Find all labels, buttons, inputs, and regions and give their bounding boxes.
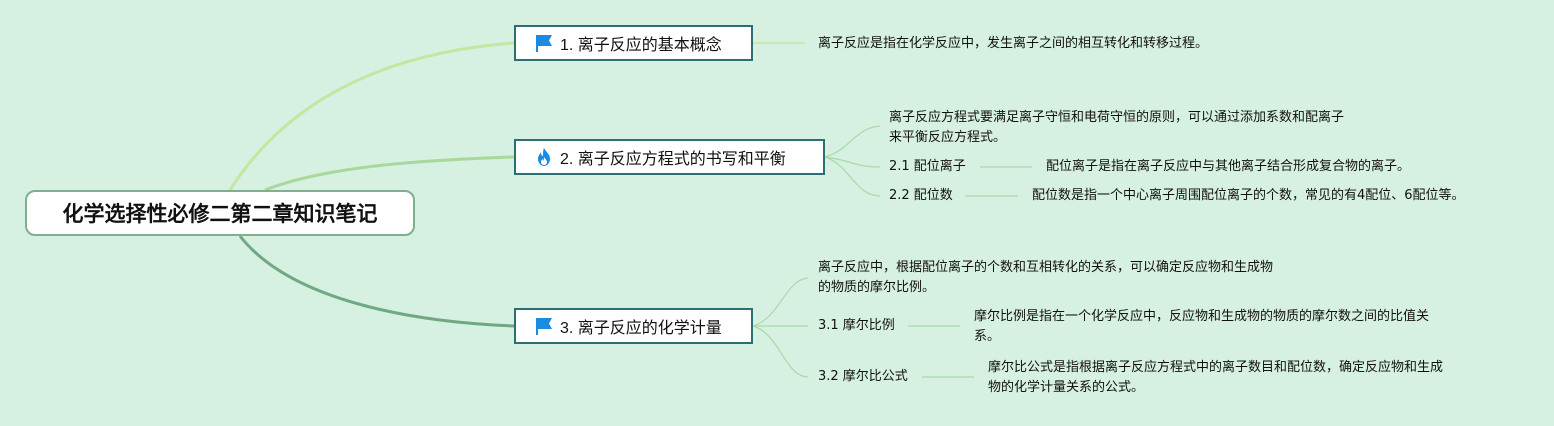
- sub-3-1-label[interactable]: 3.1 摩尔比例: [818, 318, 895, 333]
- connector-root-branch3: [238, 235, 515, 328]
- branch-3-label: 3. 离子反应的化学计量: [560, 320, 722, 337]
- root-title: 化学选择性必修二第二章知识笔记: [62, 202, 378, 226]
- sub-2-1-note: 配位离子是指在离子反应中与其他离子结合形成复合物的离子。: [1046, 159, 1411, 174]
- sub-3-2-note-line-1: 摩尔比公式是指根据离子反应方程式中的离子数目和配位数，确定反应物和生成: [988, 360, 1444, 375]
- connector-branch2-sub2: [824, 156, 881, 197]
- branch-3-note-line-2: 的物质的摩尔比例。: [818, 280, 936, 295]
- branch-3-note: 离子反应中，根据配位离子的个数和互相转化的关系，可以确定反应物和生成物 的物质的…: [818, 258, 1273, 298]
- sub-2-2-note: 配位数是指一个中心离子周围配位离子的个数，常见的有4配位、6配位等。: [1032, 188, 1465, 203]
- branch-1-topic[interactable]: 1. 离子反应的基本概念: [514, 25, 753, 61]
- sub-3-1-note-line-1: 摩尔比例是指在一个化学反应中，反应物和生成物的物质的摩尔数之间的比值关: [974, 309, 1430, 324]
- branch-3-topic[interactable]: 3. 离子反应的化学计量: [514, 308, 753, 344]
- sub-3-2-label[interactable]: 3.2 摩尔比公式: [818, 369, 908, 384]
- branch-1-label: 1. 离子反应的基本概念: [560, 37, 722, 54]
- branch-2-topic[interactable]: 2. 离子反应方程式的书写和平衡: [514, 139, 825, 175]
- root-topic[interactable]: 化学选择性必修二第二章知识笔记: [25, 190, 415, 236]
- branch-2-note: 离子反应方程式要满足离子守恒和电荷守恒的原则，可以通过添加系数和配离子 来平衡反…: [889, 108, 1344, 148]
- sub-2-1-label[interactable]: 2.1 配位离子: [889, 159, 966, 174]
- connector-branch3-sub2: [752, 325, 809, 378]
- sub-3-1-note-line-2: 系。: [974, 329, 1001, 344]
- sub-3-1-note: 摩尔比例是指在一个化学反应中，反应物和生成物的物质的摩尔数之间的比值关 系。: [974, 307, 1429, 347]
- branch-3-note-line-1: 离子反应中，根据配位离子的个数和互相转化的关系，可以确定反应物和生成物: [818, 260, 1274, 275]
- connector-branch2-sub1: [824, 156, 881, 168]
- branch-2-note-line-2: 来平衡反应方程式。: [889, 130, 1007, 145]
- branch-2-note-line-1: 离子反应方程式要满足离子守恒和电荷守恒的原则，可以通过添加系数和配离子: [889, 110, 1345, 125]
- connector-root-branch2: [264, 155, 515, 192]
- branch-1-note: 离子反应是指在化学反应中，发生离子之间的相互转化和转移过程。: [818, 36, 1209, 51]
- branch-2-label: 2. 离子反应方程式的书写和平衡: [560, 151, 786, 168]
- flag-icon: [536, 318, 552, 335]
- connector-branch3-note: [752, 277, 809, 327]
- fire-icon: [538, 148, 550, 166]
- sub-2-2-label[interactable]: 2.2 配位数: [889, 188, 953, 203]
- connector-root-branch1: [228, 41, 515, 191]
- sub-3-2-note: 摩尔比公式是指根据离子反应方程式中的离子数目和配位数，确定反应物和生成 物的化学…: [988, 358, 1443, 398]
- connector-branch2-note: [824, 125, 881, 158]
- sub-3-2-note-line-2: 物的化学计量关系的公式。: [988, 380, 1145, 395]
- flag-icon: [536, 35, 552, 52]
